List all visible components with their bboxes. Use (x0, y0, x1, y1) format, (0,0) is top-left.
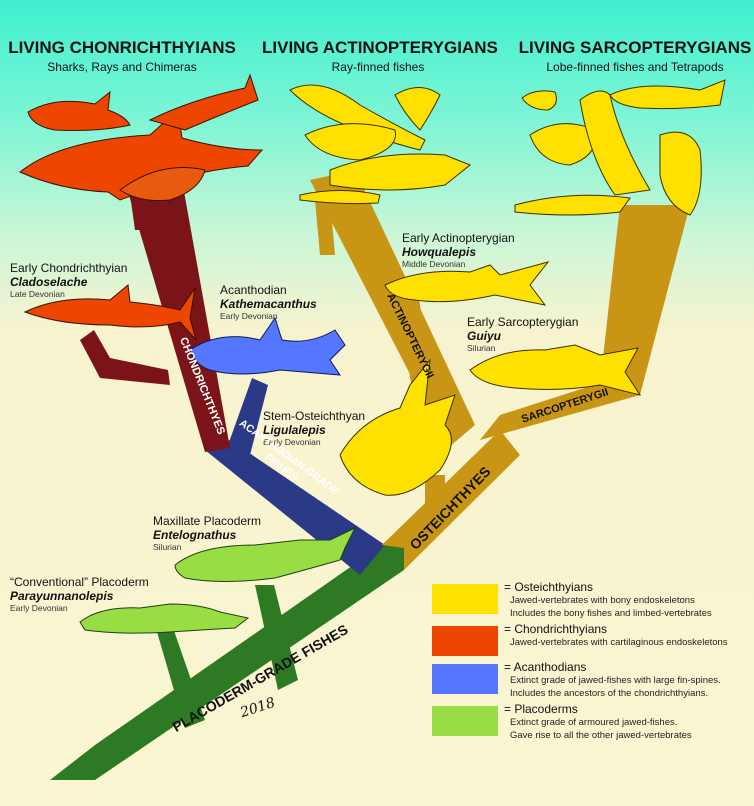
label-parayunnanolepis-group: “Conventional” Placoderm (10, 575, 149, 589)
header-actinopterygians-title: LIVING ACTINOPTERYGIANS (262, 38, 498, 57)
penguin-silhouette (659, 131, 702, 216)
osteichthyes-trunk (382, 430, 520, 570)
label-cladoselache-group: Early Chondrichthyian (10, 261, 128, 275)
legend-title: = Placoderms (504, 702, 578, 716)
label-guiyu-name: Guiyu (467, 328, 502, 343)
label-parayunnanolepis: “Conventional” Placoderm Parayunnanolepi… (10, 575, 149, 613)
legend-description: Jawed-vertebrates with cartilaginous end… (510, 637, 728, 650)
kathemacanthus-stem (228, 378, 268, 455)
sarcopterygii-branch (480, 375, 640, 440)
entelognathus-stem (255, 585, 298, 690)
placoderm-trunk (50, 545, 404, 780)
label-kathemacanthus-group: Acanthodian (220, 283, 287, 297)
shark-silhouette-2 (19, 109, 264, 201)
header-actinopterygians: LIVING ACTINOPTERYGIANS Ray-finned fishe… (262, 38, 498, 74)
legend-swatch (432, 584, 498, 614)
actinopterygii-branch (310, 170, 475, 448)
legend-swatch (432, 706, 498, 736)
legend-description-line: Jawed-vertebrates with bony endoskeleton… (510, 595, 695, 606)
label-cladoselache: Early Chondrichthyian Cladoselache Late … (10, 261, 128, 299)
label-entelognathus-group: Maxillate Placoderm (153, 514, 262, 528)
legend-description-line: Gave rise to all the other jawed-vertebr… (510, 729, 692, 741)
ray-silhouette (119, 167, 206, 201)
label-ligulalepis-group: Stem-Osteichthyan (263, 409, 366, 423)
cladoselache-stem (80, 330, 170, 385)
label-ligulalepis: Stem-Osteichthyan Ligulalepis Early Devo… (263, 409, 366, 447)
label-parayunnanolepis-name: Parayunnanolepis (10, 588, 114, 603)
legend-description: Extinct grade of armoured jawed-fishes.G… (510, 717, 692, 743)
header-chondrichthyans: LIVING CHONRICHTHYIANS Sharks, Rays and … (8, 38, 236, 74)
label-cladoselache-age: Late Devonian (10, 288, 65, 299)
actinopterygii-left-twig (315, 200, 335, 255)
label-howqualepis-age: Middle Devonian (402, 258, 466, 269)
ligulalepis-stem (425, 475, 445, 508)
legend-description-line: Extinct grade of armoured jawed-fishes. (510, 717, 678, 728)
ligulalepis-silhouette (339, 358, 456, 496)
label-ligulalepis-age: Early Devonian (263, 436, 321, 447)
header-chondrichthyans-title: LIVING CHONRICHTHYIANS (8, 38, 236, 57)
howqualepis-stem (398, 292, 432, 390)
cladoselache-silhouette (23, 284, 197, 341)
legend-swatch (432, 626, 498, 656)
legend-description: Jawed-vertebrates with bony endoskeleton… (510, 595, 712, 621)
living-sarcopterygian-silhouettes (514, 79, 726, 216)
label-howqualepis-group: Early Actinopterygian (402, 231, 515, 245)
label-entelognathus-name: Entelognathus (153, 527, 237, 542)
shark-silhouette-1 (27, 90, 131, 131)
coelacanth-silhouette (609, 79, 726, 110)
legend-description-line: Extinct grade of jawed-fishes with large… (510, 675, 721, 686)
kangaroo-silhouette (579, 90, 651, 196)
entelognathus-silhouette (174, 526, 357, 582)
label-entelognathus-age: Silurian (153, 541, 182, 552)
kathemacanthus-silhouette (189, 316, 346, 376)
legend-description-line: Includes the bony fishes and limbed-vert… (510, 607, 712, 619)
legend-title: = Osteichthyians (504, 580, 594, 594)
label-entelognathus: Maxillate Placoderm Entelognathus Siluri… (153, 514, 262, 552)
header-sarcopterygians-subtitle: Lobe-finned fishes and Tetrapods (546, 60, 724, 74)
label-kathemacanthus: Acanthodian Kathemacanthus Early Devonia… (220, 283, 317, 321)
legend-title: = Acanthodians (504, 660, 587, 674)
label-cladoselache-name: Cladoselache (10, 274, 88, 289)
legend-swatch (432, 664, 498, 694)
header-actinopterygians-subtitle: Ray-finned fishes (331, 60, 425, 74)
sarcopterygii-crown-stem (600, 205, 690, 395)
parayunnanolepis-silhouette (79, 603, 250, 634)
label-ligulalepis-name: Ligulalepis (263, 422, 326, 437)
pike-silhouette (299, 190, 381, 205)
label-guiyu-age: Silurian (467, 342, 496, 353)
lungfish-silhouette (514, 194, 631, 216)
living-actinopterygian-silhouettes (289, 84, 471, 205)
header-sarcopterygians: LIVING SARCOPTERYGIANS Lobe-finned fishe… (518, 38, 752, 74)
label-kathemacanthus-name: Kathemacanthus (220, 296, 317, 311)
legend-description: Extinct grade of jawed-fishes with large… (510, 675, 721, 701)
legend-description-line: Includes the ancestors of the chondricht… (510, 687, 709, 699)
label-howqualepis-name: Howqualepis (402, 244, 477, 259)
label-guiyu-group: Early Sarcopterygian (467, 315, 579, 329)
label-kathemacanthus-age: Early Devonian (220, 310, 278, 321)
label-guiyu: Early Sarcopterygian Guiyu Silurian (467, 315, 579, 353)
sunfish-silhouette (304, 123, 397, 161)
parayunnanolepis-stem (155, 625, 205, 728)
label-parayunnanolepis-age: Early Devonian (10, 602, 68, 613)
legend-title: = Chondrichthyians (504, 622, 608, 636)
chondrichthyes-branch (118, 158, 230, 452)
guiyu-silhouette (469, 344, 642, 396)
living-chondrichthyan-silhouettes (19, 73, 264, 201)
header-chondrichthyans-subtitle: Sharks, Rays and Chimeras (47, 60, 197, 74)
chimera-silhouette (148, 73, 259, 131)
header-sarcopterygians-title: LIVING SARCOPTERYGIANS (518, 38, 752, 57)
howqualepis-silhouette (384, 261, 550, 306)
seahorse-silhouette (394, 87, 441, 131)
label-howqualepis: Early Actinopterygian Howqualepis Middle… (402, 231, 515, 269)
frog-silhouette (521, 90, 557, 111)
arowana-silhouette (329, 153, 471, 191)
legend-description-line: Jawed-vertebrates with cartilaginous end… (510, 637, 728, 648)
